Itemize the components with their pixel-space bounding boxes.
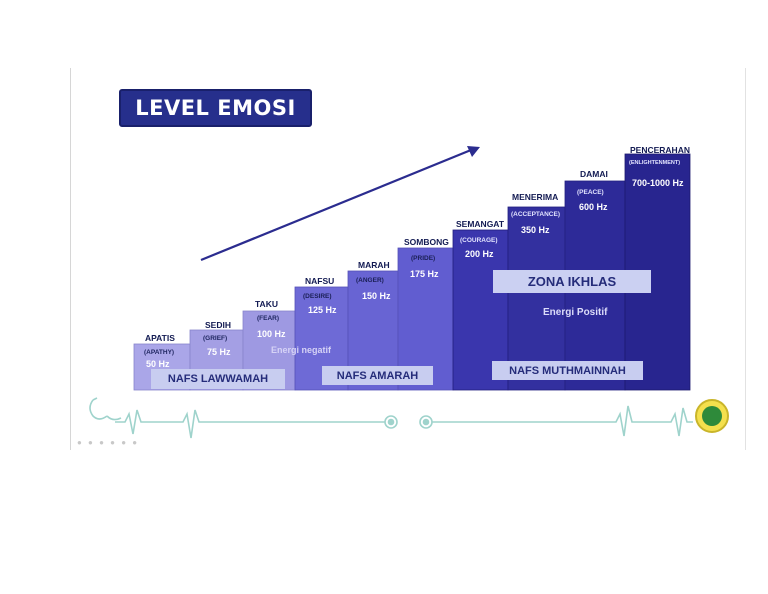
step-hz: 600 Hz (579, 202, 608, 212)
zone-ikhlas: ZONA IKHLAS (493, 270, 651, 293)
note-energi-negatif: Energi negatif (271, 345, 332, 355)
step-eng: (APATHY) (144, 349, 175, 356)
step-name: SEDIH (205, 320, 231, 330)
slide-controls: ● ● ● ● ● ● (77, 438, 140, 447)
step-eng: (DESIRE) (303, 293, 332, 300)
step-eng: (COURAGE) (460, 237, 498, 244)
step-eng: (ENLIGHTENMENT) (629, 160, 681, 166)
step-name: APATIS (145, 333, 175, 343)
step-eng: (PEACE) (577, 189, 604, 196)
step-hz: 50 Hz (146, 359, 170, 369)
arrow-up-right-icon (200, 146, 480, 262)
note-energi-positif: Energi Positif (543, 307, 608, 318)
step-name: TAKU (255, 299, 278, 309)
step-eng: (PRIDE) (411, 255, 436, 262)
step-name: NAFSU (305, 276, 335, 286)
step-eng: (ANGER) (356, 277, 384, 284)
step-hz: 100 Hz (257, 329, 286, 339)
university-logo-icon (695, 399, 729, 433)
slide-title: LEVEL EMOSI (119, 89, 312, 127)
step-name: PENCERAHAN (630, 145, 690, 155)
step-name: DAMAI (580, 169, 608, 179)
stairs-diagram (89, 146, 693, 439)
step-name: MARAH (358, 260, 390, 270)
zone-nafs-muthmainnah: NAFS MUTHMAINNAH (492, 361, 643, 380)
step-name: SEMANGAT (456, 219, 505, 229)
step-hz: 200 Hz (465, 249, 494, 259)
step-bar-menerima (507, 206, 566, 391)
step-hz: 700-1000 Hz (632, 178, 684, 188)
zone-nafs-amarah: NAFS AMARAH (322, 366, 433, 385)
ecg-line (89, 397, 693, 439)
step-eng: (GRIEF) (203, 335, 228, 342)
step-hz: 350 Hz (521, 225, 550, 235)
step-name: MENERIMA (512, 192, 559, 202)
step-hz: 150 Hz (362, 291, 391, 301)
zone-nafs-lawwamah: NAFS LAWWAMAH (151, 369, 285, 389)
step-name: SOMBONG (404, 237, 449, 247)
step-hz: 125 Hz (308, 305, 337, 315)
slide: LEVEL EMOSI (70, 68, 746, 450)
stethoscope-icon (89, 397, 122, 421)
step-eng: (ACCEPTANCE) (511, 211, 560, 218)
step-hz: 175 Hz (410, 269, 439, 279)
step-eng: (FEAR) (257, 315, 280, 322)
step-hz: 75 Hz (207, 347, 231, 357)
